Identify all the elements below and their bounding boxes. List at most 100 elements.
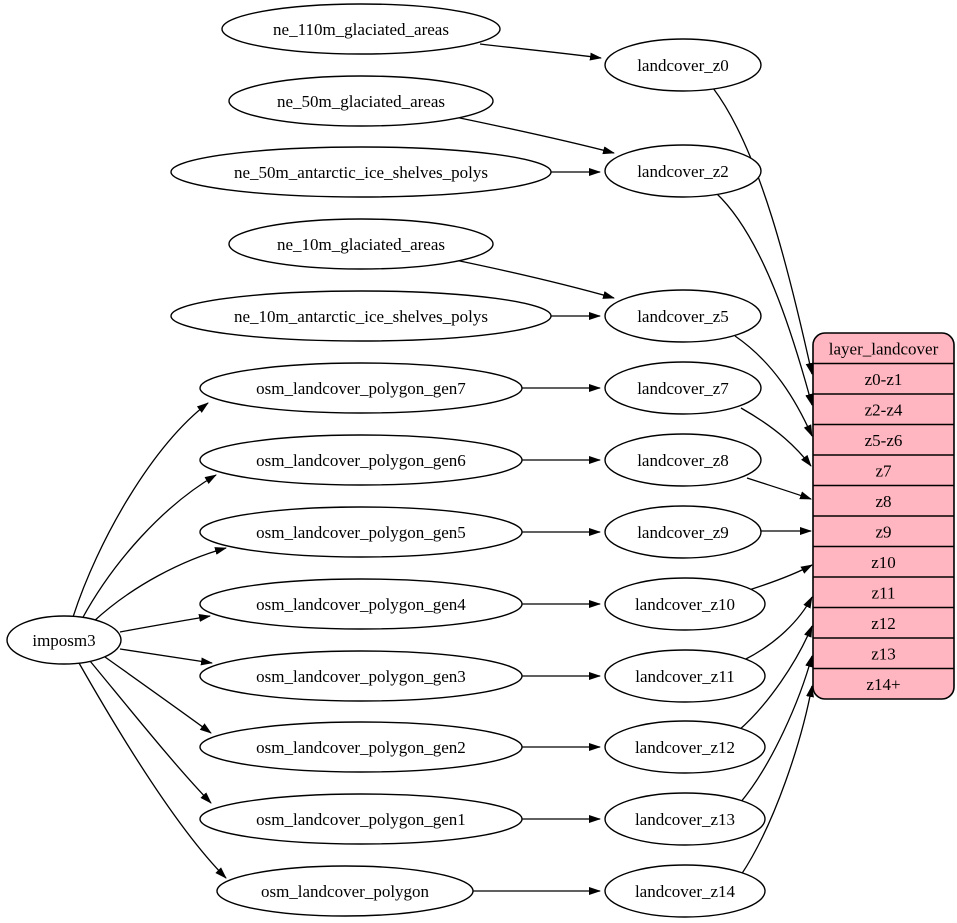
node-ellipse [604, 289, 762, 343]
node-ellipse [228, 218, 494, 270]
edge-landcover_z0-to-layer_landcover-z0-z1 [712, 87, 814, 375]
node-landcover_z0: landcover_z0 [604, 38, 762, 92]
node-osm_landcover_polygon_gen5: osm_landcover_polygon_gen5 [199, 506, 523, 558]
node-label: landcover_z10 [635, 595, 735, 614]
record-row-z7: z7 [875, 461, 892, 480]
node-ne_110m_glaciated_areas: ne_110m_glaciated_areas [221, 3, 501, 55]
node-osm_landcover_polygon_gen6: osm_landcover_polygon_gen6 [199, 434, 523, 486]
record-row-z9: z9 [875, 522, 891, 541]
node-ellipse [170, 146, 552, 198]
node-ellipse [199, 434, 523, 486]
node-ne_50m_antarctic_ice_shelves_polys: ne_50m_antarctic_ice_shelves_polys [170, 146, 552, 198]
record-row-z12: z12 [871, 614, 896, 633]
edge-landcover_z5-to-layer_landcover-z5-z6 [734, 335, 813, 437]
node-ellipse [199, 506, 523, 558]
record-row-z10: z10 [871, 553, 896, 572]
record-row-z2-z4: z2-z4 [865, 400, 903, 419]
edge-ne_110m_glaciated_areas-to-landcover_z0 [479, 43, 602, 61]
edge-imposm3-to-osm_landcover_polygon_gen4 [119, 613, 211, 633]
node-ellipse [199, 362, 523, 414]
nodes-layer: imposm3 ne_110m_glaciated_areas ne_50m_gla… [6, 3, 766, 918]
node-landcover_z5: landcover_z5 [604, 289, 762, 343]
edge-landcover_z11-to-layer_landcover-z11 [743, 596, 813, 661]
node-label: ne_10m_antarctic_ice_shelves_polys [234, 307, 488, 326]
node-label: osm_landcover_polygon_gen4 [256, 595, 466, 614]
node-ellipse [199, 721, 523, 773]
node-label: ne_50m_antarctic_ice_shelves_polys [234, 163, 488, 182]
node-label: landcover_z14 [635, 882, 736, 901]
edge-landcover_z12-to-layer_landcover-z12 [737, 625, 813, 732]
node-ellipse [604, 144, 762, 198]
node-ellipse [199, 793, 523, 845]
node-label: ne_110m_glaciated_areas [273, 20, 449, 39]
node-ellipse [604, 38, 762, 92]
node-ellipse [604, 433, 762, 487]
node-label: landcover_z8 [637, 451, 729, 470]
node-landcover_z2: landcover_z2 [604, 144, 762, 198]
node-label: osm_landcover_polygon_gen1 [256, 810, 466, 829]
node-ellipse [199, 578, 523, 630]
node-landcover_z12: landcover_z12 [604, 720, 766, 774]
node-label: osm_landcover_polygon [261, 882, 430, 901]
record-row-z13: z13 [871, 644, 896, 663]
node-ellipse [604, 792, 766, 846]
node-label: landcover_z9 [637, 523, 729, 542]
edge-imposm3-to-osm_landcover_polygon_gen7 [72, 402, 209, 618]
node-ellipse [170, 290, 552, 342]
node-label: osm_landcover_polygon_gen5 [256, 523, 466, 542]
edge-imposm3-to-osm_landcover_polygon_gen6 [81, 474, 217, 620]
record-layer_landcover: layer_landcoverz0-z1z2-z4z5-z6z7z8z9z10z… [812, 332, 955, 700]
node-osm_landcover_polygon_gen1: osm_landcover_polygon_gen1 [199, 793, 523, 845]
node-label: landcover_z2 [637, 162, 729, 181]
node-ellipse [604, 577, 766, 631]
node-ellipse [199, 650, 523, 702]
node-ellipse [216, 865, 474, 917]
node-osm_landcover_polygon_gen2: osm_landcover_polygon_gen2 [199, 721, 523, 773]
node-osm_landcover_polygon: osm_landcover_polygon [216, 865, 474, 917]
record-row-z14+: z14+ [866, 675, 900, 694]
node-osm_landcover_polygon_gen7: osm_landcover_polygon_gen7 [199, 362, 523, 414]
node-label: osm_landcover_polygon_gen7 [256, 379, 466, 398]
node-ne_50m_glaciated_areas: ne_50m_glaciated_areas [228, 75, 494, 127]
node-landcover_z13: landcover_z13 [604, 792, 766, 846]
node-landcover_z10: landcover_z10 [604, 577, 766, 631]
node-ellipse [604, 361, 762, 415]
node-label: landcover_z12 [635, 738, 735, 757]
edge-imposm3-to-osm_landcover_polygon_gen2 [104, 656, 212, 734]
edge-ne_10m_glaciated_areas-to-landcover_z5 [454, 259, 615, 299]
node-ne_10m_glaciated_areas: ne_10m_glaciated_areas [228, 218, 494, 270]
node-ellipse [221, 3, 501, 55]
node-label: ne_50m_glaciated_areas [277, 92, 445, 111]
record-title: layer_landcover [829, 339, 939, 358]
edge-imposm3-to-osm_landcover_polygon_gen5 [92, 547, 227, 623]
node-ellipse [604, 649, 766, 703]
node-label: osm_landcover_polygon_gen6 [256, 451, 466, 470]
node-label: landcover_z13 [635, 810, 735, 829]
edge-imposm3-to-osm_landcover_polygon_gen1 [89, 660, 212, 804]
edge-landcover_z13-to-layer_landcover-z13 [739, 655, 813, 804]
edge-landcover_z2-to-layer_landcover-z2-z4 [715, 192, 813, 406]
node-label: osm_landcover_polygon_gen3 [256, 667, 466, 686]
edge-imposm3-to-osm_landcover_polygon_gen3 [119, 648, 213, 666]
node-label: ne_10m_glaciated_areas [277, 235, 445, 254]
record-row-z11: z11 [872, 583, 896, 602]
edge-imposm3-to-osm_landcover_polygon [78, 662, 227, 879]
record-row-z8: z8 [875, 492, 891, 511]
node-imposm3: imposm3 [6, 615, 122, 665]
node-ellipse [6, 615, 122, 665]
edge-landcover_z7-to-layer_landcover-z7 [740, 407, 812, 467]
edge-ne_50m_glaciated_areas-to-landcover_z2 [454, 116, 615, 155]
edges-layer [72, 43, 814, 895]
node-landcover_z11: landcover_z11 [604, 649, 766, 703]
node-label: osm_landcover_polygon_gen2 [256, 738, 466, 757]
node-label: landcover_z5 [637, 307, 729, 326]
record-row-z5-z6: z5-z6 [865, 431, 903, 450]
node-osm_landcover_polygon_gen4: osm_landcover_polygon_gen4 [199, 578, 523, 630]
node-ellipse [604, 720, 766, 774]
edge-landcover_z8-to-layer_landcover-z8 [746, 477, 812, 500]
node-label: imposm3 [32, 631, 95, 650]
node-ne_10m_antarctic_ice_shelves_polys: ne_10m_antarctic_ice_shelves_polys [170, 290, 552, 342]
edge-landcover_z10-to-layer_landcover-z10 [748, 564, 813, 591]
